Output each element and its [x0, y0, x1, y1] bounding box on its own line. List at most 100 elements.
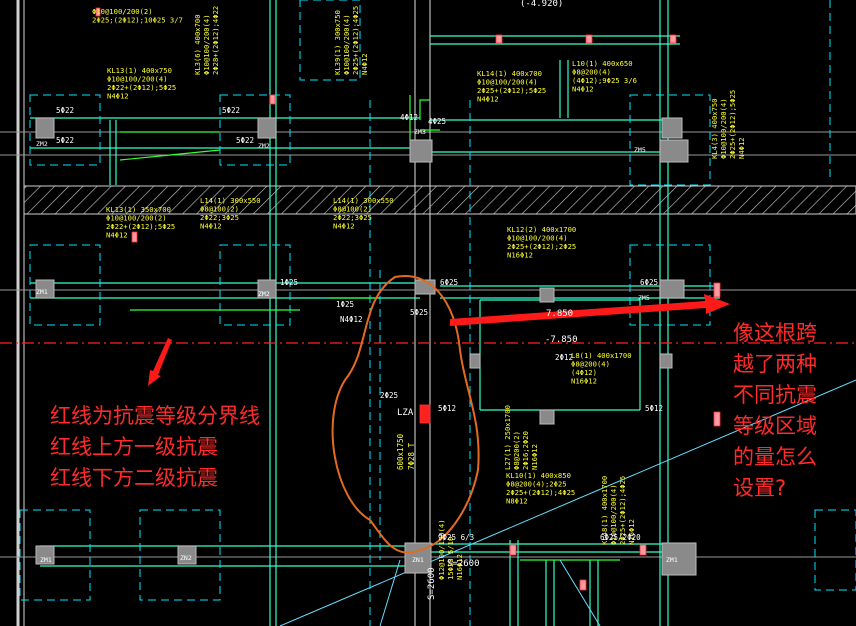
rebar-label: 2Φ12: [555, 353, 573, 362]
column-label: ZM1: [40, 556, 52, 564]
rebar-label: 5Φ12: [645, 404, 663, 413]
beam-label-line: 2Φ25+(2Φ12);4Φ25: [351, 6, 360, 75]
column-label: ZM1: [36, 288, 48, 296]
rebar-markers: [95, 7, 721, 591]
beam-label-line: Φ10@100/200(4): [477, 78, 538, 87]
beam-label-line: L10(1) 400x650: [572, 59, 633, 68]
beam-label-line: N8Φ12: [506, 497, 528, 506]
note-line: 的量怎么: [733, 445, 817, 469]
beam-label-line: 2Φ25+(2Φ12);2Φ25: [507, 242, 576, 251]
beam-label-line: Φ8@100(2): [200, 205, 239, 214]
beam-label-line: 2Φ25+(2Φ12);4Φ25: [506, 488, 575, 497]
rebar-label: 4Φ12: [400, 113, 418, 122]
note-line: 设置?: [733, 476, 787, 500]
beam-label-line: Φ12@100/150(4): [437, 519, 446, 580]
beam-label-line: KL10(1) 400x850: [506, 471, 571, 480]
note-line: 像这根跨: [733, 321, 817, 345]
column-rebar: 7Φ28 T: [407, 442, 416, 470]
elevation-label: -7.850: [545, 335, 578, 345]
beam-label-line: KL13(1) 400x750: [107, 66, 172, 75]
diagonal-lines: [279, 379, 856, 626]
beam-label-line: L8(1) 400x1700: [571, 351, 632, 360]
rebar-label: 5Φ12: [438, 404, 456, 413]
elevation-label: 7.850: [546, 309, 573, 319]
beam-label-line: KL13(1) 350x700: [106, 205, 171, 214]
beam-label-line: KL39(1) 300x750: [333, 10, 342, 75]
arrow-to-boundary: [148, 338, 172, 386]
beam-label-line: Φ10@100/200(2): [106, 214, 167, 223]
note-seismic-explanation: 红线为抗震等级分界线 红线上方一级抗震 红线下方二级抗震: [50, 401, 260, 494]
beam-label-line: L14(1) 300x550: [333, 196, 394, 205]
highlight-outline: [331, 275, 480, 554]
column-label: ZM2: [258, 142, 270, 150]
beam-label-line: 2Φ16;2Φ20: [521, 431, 530, 470]
note-question: 像这根跨 越了两种 不同抗震 等级区域 的量怎么 设置?: [733, 318, 817, 504]
beam-label-line: 2Φ25+(2Φ12);5Φ25: [477, 86, 546, 95]
beam-label-line: (4Φ12): [571, 368, 597, 377]
beam-label-line: N16Φ12: [455, 554, 464, 580]
rebar-label: 5Φ25: [410, 308, 428, 317]
beam-label-line: KL14(1) 400x700: [477, 69, 542, 78]
column-label: ZM5: [638, 294, 650, 302]
green-details: [119, 95, 620, 561]
beam-label-line: Φ8@200(4): [572, 68, 611, 77]
beam-label-line: N4Φ12: [360, 53, 369, 75]
beam-label-line: Φ10@100/200(4): [719, 98, 728, 159]
beam-label-line: Φ10@100/200(4): [342, 14, 351, 75]
column-label: ZM2: [258, 290, 270, 298]
beam-label-line: Φ8@100(2): [333, 205, 372, 214]
column-zm2-b: [257, 117, 277, 139]
element-tag: LZA: [397, 408, 414, 418]
beam-label-line: N16Φ12: [507, 251, 533, 260]
beam-label-line: N4Φ12: [200, 222, 222, 231]
column-zm2-a: [35, 117, 55, 139]
beam-label-line: 2Φ28+(2Φ12);4Φ22: [211, 6, 220, 75]
rebar-label: 5Φ22: [222, 106, 240, 115]
rebar-label: 1Φ25: [280, 278, 298, 287]
rebar-label: N4Φ12: [340, 315, 363, 324]
column-label: ZM3: [414, 128, 426, 136]
beam-label-line: Φ10@100/200(4): [507, 234, 568, 243]
beam-label-line: N16Φ12: [627, 519, 636, 545]
beam-label-line: 2Φ25;(2Φ12);10Φ25 3/7: [92, 16, 183, 25]
rebar-label: 6Φ25: [440, 278, 458, 287]
beam-label-line: Φ10@100/200(2): [92, 7, 153, 16]
beam-label-line: 2Φ22+(2Φ12);5Φ25: [107, 83, 176, 92]
rebar-label: 6Φ25: [640, 278, 658, 287]
note-line: 红线上方一级抗震: [50, 435, 218, 459]
beam-label-line: KL48(1) 400x1700: [600, 476, 609, 545]
beam-label-line: L27(1) 250x1700: [503, 405, 512, 470]
rebar-label: 5Φ22: [236, 136, 254, 145]
beam-label-line: KL12(2) 400x1700: [507, 225, 576, 234]
column-label: ZM5: [634, 146, 646, 154]
beam-label-line: Φ10@100/200(4): [107, 75, 168, 84]
rebar-label: 9Φ25 6/3: [438, 533, 474, 542]
rebar-label: 4Φ25: [428, 117, 446, 126]
beam-label-line: 15Φ28 5/10: [446, 537, 455, 580]
beam-label-line: 2Φ22;3Φ25: [200, 213, 239, 222]
column-label: ZM1: [666, 556, 678, 564]
note-line: 红线为抗震等级分界线: [50, 404, 260, 428]
beam-label-line: 2Φ22+(2Φ12);5Φ25: [106, 222, 175, 231]
beam-label-line: KL3(6) 400x700: [193, 14, 202, 75]
beam-label-line: Φ8@200(4): [571, 360, 610, 369]
arrow-to-note: [450, 294, 730, 326]
note-line: 不同抗震: [733, 383, 817, 407]
beam-label-line: N4Φ12: [107, 92, 129, 101]
note-line: 越了两种: [733, 352, 817, 376]
red-arrows: [148, 294, 730, 386]
beam-label-line: N4Φ12: [572, 85, 594, 94]
beam-label-line: N16Φ12: [571, 377, 597, 386]
beam-label-line: N4Φ12: [737, 137, 746, 159]
column-label: ZN2: [180, 554, 192, 562]
beam-label-line: 2Φ22;3Φ25: [333, 213, 372, 222]
beam-label-line: KL4(3) 400x750: [710, 98, 719, 159]
note-line: 红线下方二级抗震: [50, 466, 218, 490]
elevation-label: (-4.920): [520, 0, 563, 9]
rebar-label: 6Φ25/2Φ20: [600, 533, 641, 542]
